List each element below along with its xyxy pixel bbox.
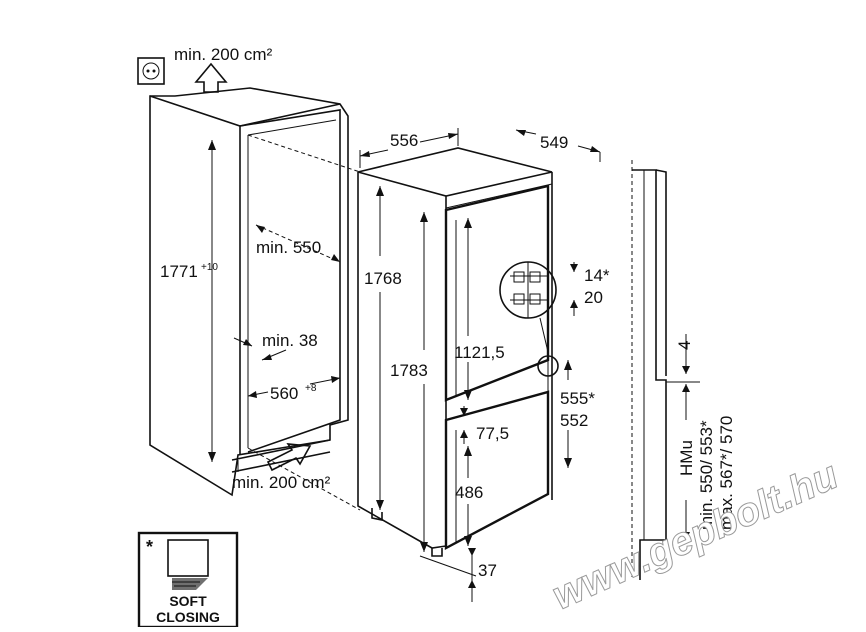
door-552-label: 552	[560, 411, 588, 430]
soft-line-1: SOFT	[169, 593, 207, 609]
vent-up-arrow-icon	[194, 62, 228, 93]
dim-1771-line	[208, 140, 216, 462]
power-socket-icon	[137, 57, 165, 85]
side-max-label: max. 567*/ 570	[717, 416, 736, 530]
niche-drawing	[149, 87, 349, 497]
depth-549-label: 549	[540, 133, 568, 152]
gap-77-label: 77,5	[476, 424, 509, 443]
connector-bottom	[247, 447, 361, 511]
side-hmu-label: HMu	[677, 440, 696, 476]
width-556-label: 556	[390, 131, 418, 150]
hinge-20-label: 20	[584, 288, 603, 307]
niche-width-label: 560	[270, 384, 298, 403]
height-1768-label: 1768	[364, 269, 402, 288]
min-depth-label: min. 550	[256, 238, 321, 257]
door-1121-label: 1121,5	[454, 343, 505, 362]
niche-height-label: 1771	[160, 262, 198, 281]
dim-37-line	[419, 548, 477, 602]
soft-closing-badge: * SOFT CLOSING	[137, 531, 239, 629]
side-4-label: 4	[675, 341, 694, 350]
watermark-text: www.gepbolt.hu	[546, 453, 845, 618]
niche-height-tolerance: +10	[201, 262, 218, 273]
side-profile-drawing	[631, 160, 667, 580]
min-550-leader	[255, 224, 341, 263]
connector-top	[247, 134, 361, 173]
door-555-label: 555*	[560, 389, 595, 408]
dim-556-line	[359, 128, 459, 168]
lower-486-label: 486	[455, 483, 483, 502]
height-1783-label: 1783	[390, 361, 428, 380]
soft-star: *	[146, 537, 153, 557]
niche-width-tolerance: +8	[305, 383, 317, 394]
vent-top-label: min. 200 cm²	[174, 45, 273, 64]
hinge-14-label: 14*	[584, 266, 610, 285]
hinge-detail	[499, 261, 559, 377]
min-38-label: min. 38	[262, 331, 318, 350]
side-min-label: min. 550/ 553*	[697, 420, 716, 530]
base-37-label: 37	[478, 561, 497, 580]
vent-bottom-arrow-icon	[266, 443, 312, 472]
appliance-drawing	[357, 147, 553, 557]
vent-bottom-label: min. 200 cm²	[232, 473, 331, 492]
soft-line-2: CLOSING	[156, 609, 220, 625]
